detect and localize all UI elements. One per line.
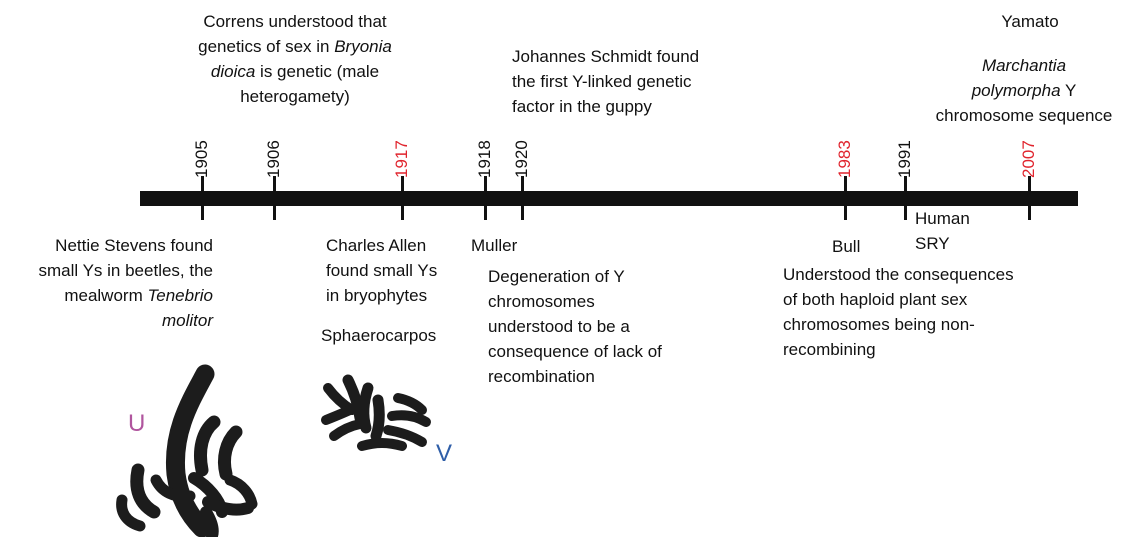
stevens-note: Nettie Stevens found small Ys in beetles… <box>10 233 214 333</box>
bull-line-2: of both haploid plant sex <box>783 290 968 309</box>
schmidt-line-1: Johannes Schmidt found <box>512 47 700 66</box>
bull-line-3: chromosomes being non- <box>783 315 975 334</box>
allen-line-1: Charles Allen <box>326 236 427 255</box>
stevens-line-1: Nettie Stevens found <box>55 236 213 255</box>
male-chromosome-spread <box>321 374 431 451</box>
human-sry-note: Human SRY <box>915 206 1005 256</box>
tick-1983-top <box>844 176 847 191</box>
tick-1920-top <box>521 176 524 191</box>
tenebrio-species-name: Tenebrio <box>147 286 213 305</box>
bull-note: Understood the consequences of both hapl… <box>783 262 1083 362</box>
u-chromosome-label: U <box>128 410 146 437</box>
tick-1918-top <box>484 176 487 191</box>
tick-1917-top <box>401 176 404 191</box>
muller-name: Muller <box>471 236 518 255</box>
year-label-1918: 1918 <box>475 140 494 178</box>
timeline-bar <box>140 191 1078 206</box>
v-chromosome-label: V <box>436 440 453 467</box>
human-line: Human <box>915 209 970 228</box>
yamato-name: Yamato <box>1001 12 1059 31</box>
tick-1917-bottom <box>401 206 404 220</box>
tick-1920-bottom <box>521 206 524 220</box>
stevens-line-3: mealworm Tenebrio <box>10 283 213 308</box>
bull-name: Bull <box>832 237 861 256</box>
tick-2007-top <box>1028 176 1031 191</box>
year-label-1906: 1906 <box>264 140 283 178</box>
correns-note: Correns understood that genetics of sex … <box>160 9 430 109</box>
muller-line-2: chromosomes <box>488 292 595 311</box>
polymorpha-species-name: polymorpha <box>971 81 1061 100</box>
muller-line-3: understood to be a <box>488 317 630 336</box>
yamato-note: Marchantia polymorpha Y chromosome seque… <box>915 53 1133 128</box>
stevens-line-2: small Ys in beetles, the <box>38 261 214 280</box>
muller-note: Degeneration of Y chromosomes understood… <box>488 264 718 389</box>
female-chromosome-spread <box>116 364 258 537</box>
sphaerocarpos-label: Sphaerocarpos <box>321 326 437 345</box>
tick-2007-bottom <box>1028 206 1031 220</box>
dioica-species-name: dioica <box>210 62 256 81</box>
bull-line-4: recombining <box>783 340 876 359</box>
allen-note: Charles Allen found small Ys in bryophyt… <box>326 233 476 308</box>
year-label-1983: 1983 <box>835 140 854 178</box>
yamato-line-3: chromosome sequence <box>935 106 1113 125</box>
year-label-1991: 1991 <box>895 140 914 178</box>
tick-1918-bottom <box>484 206 487 220</box>
molitor-species-name: molitor <box>161 311 213 330</box>
yamato-line-2: polymorpha Y <box>915 78 1133 103</box>
marchantia-species-name: Marchantia <box>981 56 1067 75</box>
tick-1906-bottom <box>273 206 276 220</box>
correns-line-2-text: genetics of sex in <box>198 37 335 56</box>
tick-1991-top <box>904 176 907 191</box>
year-label-1917: 1917 <box>392 140 411 178</box>
tick-1905-top <box>201 176 204 191</box>
allen-line-3: in bryophytes <box>326 286 428 305</box>
correns-line-1: Correns understood that <box>203 12 387 31</box>
tick-1983-bottom <box>844 206 847 220</box>
correns-line-2: genetics of sex in Bryonia <box>160 34 430 59</box>
bull-line-1: Understood the consequences <box>783 265 1014 284</box>
yamato-line-1: Marchantia <box>915 53 1133 78</box>
muller-line-5: recombination <box>488 367 595 386</box>
bryonia-species-name: Bryonia <box>334 37 392 56</box>
schmidt-line-3: factor in the guppy <box>512 97 652 116</box>
correns-line-4: heterogamety) <box>240 87 350 106</box>
stevens-line-3-text: mealworm <box>64 286 148 305</box>
tick-1905-bottom <box>201 206 204 220</box>
muller-line-1: Degeneration of Y <box>488 267 625 286</box>
correns-line-3-text: is genetic (male <box>255 62 380 81</box>
schmidt-note: Johannes Schmidt found the first Y-linke… <box>512 44 762 119</box>
tick-1991-bottom <box>904 206 907 220</box>
correns-line-3: dioica is genetic (male <box>160 59 430 84</box>
year-label-1920: 1920 <box>512 140 531 178</box>
muller-line-4: consequence of lack of <box>488 342 662 361</box>
tick-1906-top <box>273 176 276 191</box>
sry-line: SRY <box>915 234 950 253</box>
year-label-1905: 1905 <box>192 140 211 178</box>
yamato-line-2-text: Y <box>1060 81 1077 100</box>
schmidt-line-2: the first Y-linked genetic <box>512 72 692 91</box>
stevens-line-4: molitor <box>10 308 213 333</box>
allen-line-2: found small Ys <box>326 261 438 280</box>
